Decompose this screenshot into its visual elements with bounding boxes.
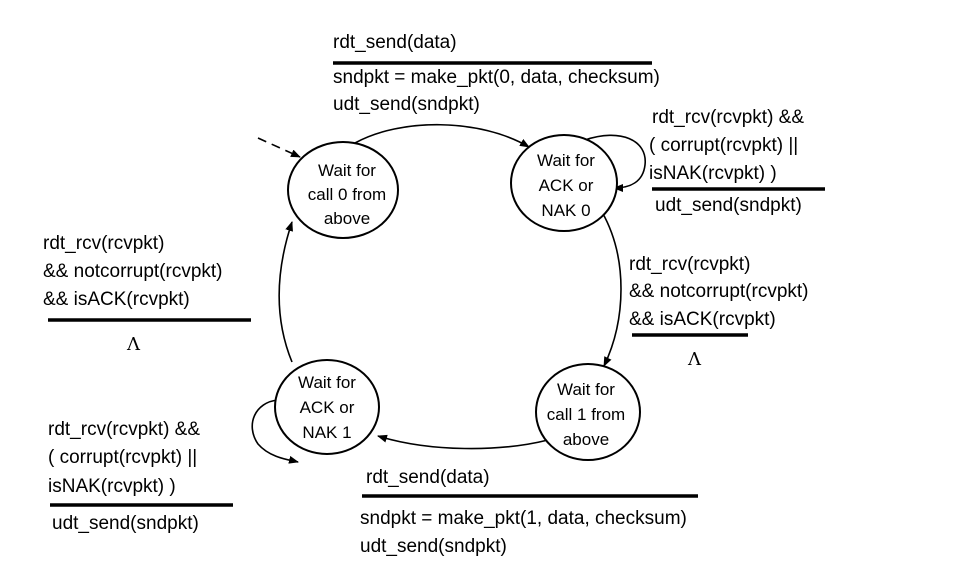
transition-label-self-loop-1: rdt_rcv(rcvpkt) && ( corrupt(rcvpkt) || … <box>649 107 825 216</box>
edge-left-arrow <box>278 221 293 363</box>
transition-action: udt_send(sndpkt) <box>52 513 199 534</box>
state-label-line: Wait for <box>557 380 615 399</box>
transition-action: udt_send(sndpkt) <box>333 94 480 115</box>
state-label-line: call 0 from <box>308 185 386 204</box>
transition-event: rdt_rcv(rcvpkt) <box>629 254 750 275</box>
edge-right-arrow <box>601 211 622 367</box>
transition-event: ( corrupt(rcvpkt) || <box>649 135 798 156</box>
state-wait-call-0: Wait for call 0 from above <box>287 141 399 239</box>
transition-event: && isACK(rcvpkt) <box>43 289 190 310</box>
transition-action-lambda: Λ <box>126 334 141 355</box>
transition-action-lambda: Λ <box>687 349 702 370</box>
state-label-line: ACK or <box>539 176 594 195</box>
transition-label-right: rdt_rcv(rcvpkt) && notcorrupt(rcvpkt) &&… <box>629 254 809 370</box>
transition-event: rdt_send(data) <box>366 467 490 488</box>
state-wait-ack-nak-1: Wait for ACK or NAK 1 <box>274 359 380 455</box>
initial-transition-arrow <box>257 137 301 158</box>
transition-label-self-loop-3: rdt_rcv(rcvpkt) && ( corrupt(rcvpkt) || … <box>48 419 233 534</box>
state-label-line: Wait for <box>298 373 356 392</box>
state-label-line: Wait for <box>318 161 376 180</box>
transition-event: isNAK(rcvpkt) ) <box>649 163 777 184</box>
transition-event: && notcorrupt(rcvpkt) <box>629 281 809 302</box>
transition-event: rdt_rcv(rcvpkt) && <box>652 107 804 128</box>
state-circle <box>535 363 641 461</box>
state-circle <box>510 134 618 232</box>
state-label-line: Wait for <box>537 151 595 170</box>
transition-action: sndpkt = make_pkt(1, data, checksum) <box>360 508 687 529</box>
state-circle <box>287 141 399 239</box>
state-circle <box>274 359 380 455</box>
edge-bottom-arrow <box>377 434 549 450</box>
transition-event: rdt_rcv(rcvpkt) && <box>48 419 200 440</box>
transition-event: rdt_send(data) <box>333 32 457 53</box>
transition-event: ( corrupt(rcvpkt) || <box>48 447 197 468</box>
transition-action: sndpkt = make_pkt(0, data, checksum) <box>333 67 660 88</box>
state-wait-ack-nak-0: Wait for ACK or NAK 0 <box>510 134 618 232</box>
edge-top-arrow <box>354 123 530 148</box>
state-label-line: NAK 0 <box>541 201 590 220</box>
transition-label-bottom: rdt_send(data) sndpkt = make_pkt(1, data… <box>360 467 698 557</box>
transition-event: isNAK(rcvpkt) ) <box>48 476 176 497</box>
transition-action: udt_send(sndpkt) <box>360 536 507 557</box>
state-label-line: call 1 from <box>547 405 625 424</box>
state-label-line: above <box>324 209 370 228</box>
state-wait-call-1: Wait for call 1 from above <box>535 363 641 461</box>
state-label-line: NAK 1 <box>302 423 351 442</box>
transition-event: && isACK(rcvpkt) <box>629 309 776 330</box>
transition-event: rdt_rcv(rcvpkt) <box>43 233 164 254</box>
edge-self-loop-1-arrow <box>584 134 646 192</box>
transition-label-top: rdt_send(data) sndpkt = make_pkt(0, data… <box>333 32 660 115</box>
transition-event: && notcorrupt(rcvpkt) <box>43 261 223 282</box>
transition-label-left: rdt_rcv(rcvpkt) && notcorrupt(rcvpkt) &&… <box>43 233 251 355</box>
transition-action: udt_send(sndpkt) <box>655 195 802 216</box>
state-label-line: ACK or <box>300 398 355 417</box>
edge-self-loop-3-arrow <box>251 399 299 464</box>
state-label-line: above <box>563 430 609 449</box>
